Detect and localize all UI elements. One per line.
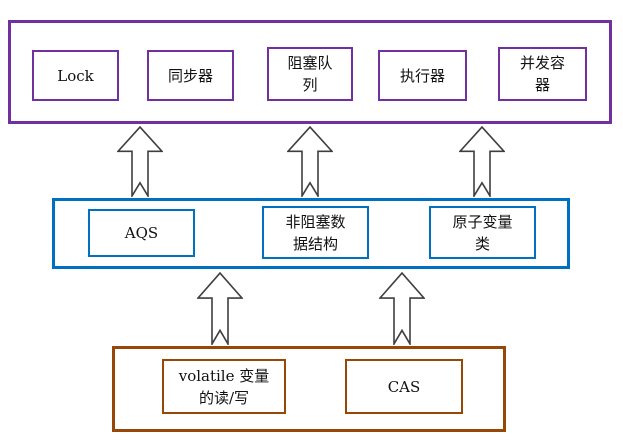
up-arrow-icon: [379, 272, 425, 345]
node-nonblocking-data-structure: 非阻塞数 据结构: [262, 206, 369, 259]
node-concurrent-container: 并发容 器: [498, 47, 587, 101]
node-volatile-read-write: volatile 变量 的读/写: [162, 359, 286, 414]
node-aqs: AQS: [88, 209, 195, 257]
node-cas: CAS: [345, 359, 463, 414]
layer-bottom-hardware-primitives: volatile 变量 的读/写 CAS: [112, 346, 506, 432]
layer-middle-base-mechanisms: AQS 非阻塞数 据结构 原子变量 类: [52, 198, 570, 269]
node-lock: Lock: [32, 50, 119, 101]
up-arrow-icon: [287, 126, 333, 197]
node-executor: 执行器: [378, 50, 467, 101]
layer-top-concurrency-tools: Lock 同步器 阻塞队 列 执行器 并发容 器: [8, 20, 612, 124]
up-arrow-icon: [459, 126, 505, 197]
node-synchronizer: 同步器: [147, 50, 234, 101]
node-blocking-queue: 阻塞队 列: [267, 47, 353, 101]
node-atomic-variable-class: 原子变量 类: [429, 206, 536, 259]
up-arrow-icon: [197, 272, 243, 345]
up-arrow-icon: [117, 126, 163, 197]
